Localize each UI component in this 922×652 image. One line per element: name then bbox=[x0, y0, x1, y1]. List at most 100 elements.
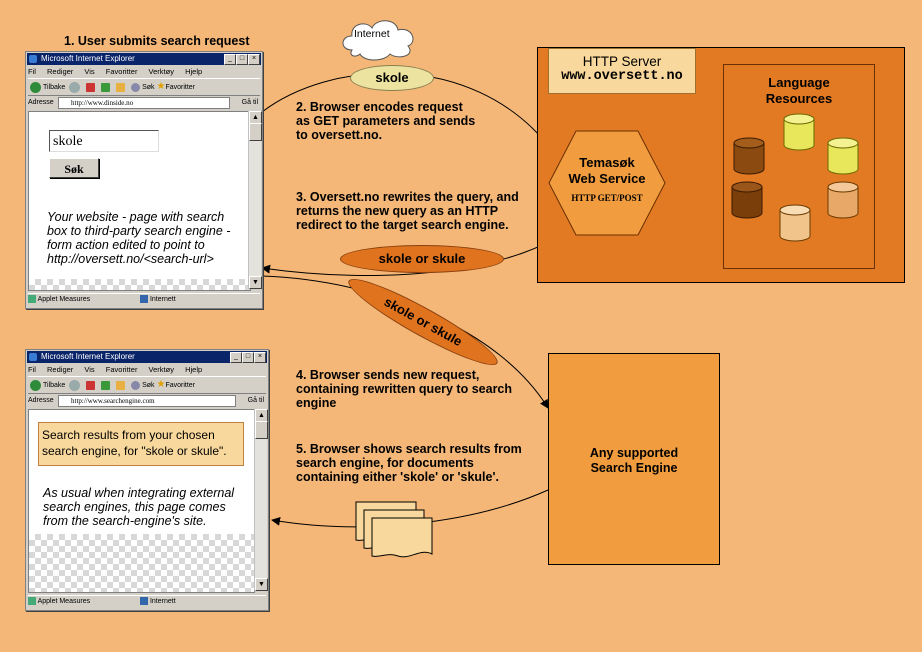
menu-tools[interactable]: Verktøy bbox=[148, 365, 174, 374]
browser-2-menubar: Fil Rediger Vis Favoritter Verktøy Hjelp bbox=[28, 364, 266, 375]
scroll-down-arrow-icon[interactable]: ▼ bbox=[255, 578, 268, 591]
browser-1-titlebar: Microsoft Internet Explorer bbox=[27, 53, 261, 65]
stop-icon[interactable] bbox=[86, 380, 96, 390]
browser-1-menubar: Fil Rediger Vis Favoritter Verktøy Hjelp bbox=[28, 66, 260, 77]
step-3-line-3: redirect to the target search engine. bbox=[296, 218, 509, 232]
back-arrow-icon[interactable] bbox=[30, 379, 41, 391]
browser-1-desc-line-2: box to third-party search engine - bbox=[47, 224, 231, 238]
address-input[interactable]: http://www.searchengine.com bbox=[58, 395, 236, 407]
scroll-thumb[interactable] bbox=[255, 421, 268, 439]
refresh-icon[interactable] bbox=[101, 82, 111, 92]
step-3-line-2: returns the new query as an HTTP bbox=[296, 204, 499, 218]
browser-window-1: Microsoft Internet Explorer _ □ × Fil Re… bbox=[25, 51, 263, 309]
step-4-line-2: containing rewritten query to search bbox=[296, 382, 513, 396]
forward-arrow-icon[interactable] bbox=[69, 379, 81, 391]
forward-arrow-icon[interactable] bbox=[69, 81, 81, 93]
applet-icon bbox=[28, 597, 36, 606]
browser-1-toolbar: Tilbake Søk ★Favoritter bbox=[28, 78, 260, 96]
browser-2-vscrollbar[interactable]: ▲ ▼ bbox=[254, 409, 268, 591]
menu-help[interactable]: Hjelp bbox=[185, 67, 203, 76]
browser-2-desc-line-3: from the search-engine's site. bbox=[43, 514, 207, 528]
search-submit-button[interactable]: Søk bbox=[49, 158, 99, 178]
database-cylinder-icon bbox=[783, 113, 815, 151]
close-button[interactable]: × bbox=[248, 54, 260, 65]
language-resources-line-1: Language bbox=[768, 75, 830, 90]
applet-icon bbox=[28, 295, 36, 304]
scroll-thumb[interactable] bbox=[249, 123, 262, 141]
menu-help[interactable]: Hjelp bbox=[185, 365, 203, 374]
query-redirect-bubble: skole or skule bbox=[340, 245, 504, 273]
browser-1-desc-line-3: form action edited to point to bbox=[47, 238, 205, 252]
minimize-button[interactable]: _ bbox=[224, 54, 236, 65]
favorites-star-icon[interactable]: ★ bbox=[156, 81, 166, 92]
favorites-star-icon[interactable]: ★ bbox=[156, 379, 166, 390]
browser-2-addressbar: Adresse http://www.searchengine.com Gå t… bbox=[28, 394, 266, 407]
search-input[interactable]: skole bbox=[49, 130, 159, 152]
search-engine-box: Any supported Search Engine bbox=[548, 353, 720, 565]
browser-2-titlebar: Microsoft Internet Explorer bbox=[27, 351, 267, 363]
maximize-button[interactable]: □ bbox=[236, 54, 248, 65]
search-results-line-2: search engine, for "skole or skule". bbox=[42, 444, 227, 458]
minimize-button[interactable]: _ bbox=[230, 352, 242, 363]
menu-file[interactable]: Fil bbox=[28, 365, 36, 374]
browser-1-hscrollbar[interactable] bbox=[29, 279, 250, 290]
menu-edit[interactable]: Rediger bbox=[47, 67, 74, 76]
browser-2-statusbar: Applet Measures Internett bbox=[28, 595, 266, 608]
home-icon[interactable] bbox=[116, 82, 126, 92]
step-4-line-1: 4. Browser sends new request, bbox=[296, 368, 480, 382]
go-button[interactable]: Gå til bbox=[241, 99, 258, 106]
menu-favorites[interactable]: Favoritter bbox=[105, 365, 138, 374]
database-cylinder-icon bbox=[731, 181, 763, 219]
browser-1-vscrollbar[interactable]: ▲ ▼ bbox=[248, 111, 262, 289]
step-3-line-1: 3. Oversett.no rewrites the query, and bbox=[296, 190, 519, 204]
browser-1-statusbar: Applet Measures Internett bbox=[28, 293, 260, 306]
refresh-icon[interactable] bbox=[101, 380, 111, 390]
home-icon[interactable] bbox=[116, 380, 126, 390]
web-service-hexagon bbox=[548, 130, 666, 236]
web-service-protocol: HTTP GET/POST bbox=[571, 193, 643, 203]
browser-2-desc-line-1: As usual when integrating external bbox=[43, 486, 235, 500]
search-toolbar-label[interactable]: Søk bbox=[142, 84, 155, 91]
step-2-line-3: to oversett.no. bbox=[296, 128, 383, 142]
menu-favorites[interactable]: Favoritter bbox=[105, 67, 138, 76]
browser-1-description: Your website - page with search box to t… bbox=[47, 210, 247, 266]
search-toolbar-label[interactable]: Søk bbox=[142, 382, 155, 389]
status-right-text: Internett bbox=[149, 598, 176, 605]
step-2-line-2: as GET parameters and sends bbox=[296, 114, 476, 128]
status-left-text: Applet Measures bbox=[37, 598, 91, 605]
language-resources-box: Language Resources bbox=[723, 64, 875, 269]
search-icon[interactable] bbox=[131, 82, 141, 92]
close-button[interactable]: × bbox=[254, 352, 266, 363]
favorites-label[interactable]: Favoritter bbox=[165, 382, 196, 389]
language-resources-title: Language Resources bbox=[724, 75, 874, 107]
status-zone: Internett bbox=[140, 596, 176, 608]
maximize-button[interactable]: □ bbox=[242, 352, 254, 363]
back-label[interactable]: Tilbake bbox=[43, 382, 66, 389]
address-input[interactable]: http://www.dinside.no bbox=[58, 97, 230, 109]
browser-1-desc-line-1: Your website - page with search bbox=[47, 210, 225, 224]
web-service-label: Temasøk Web Service HTTP GET/POST bbox=[548, 155, 666, 206]
menu-tools[interactable]: Verktøy bbox=[148, 67, 174, 76]
menu-edit[interactable]: Rediger bbox=[47, 365, 74, 374]
step-5-line-2: search engine, for documents bbox=[296, 456, 474, 470]
search-icon[interactable] bbox=[131, 380, 141, 390]
scroll-down-arrow-icon[interactable]: ▼ bbox=[249, 276, 262, 289]
browser-window-2: Microsoft Internet Explorer _ □ × Fil Re… bbox=[25, 349, 269, 611]
http-server-host: www.oversett.no bbox=[561, 69, 683, 84]
internet-cloud-icon bbox=[342, 20, 414, 61]
http-server-title-box: HTTP Server www.oversett.no bbox=[548, 48, 696, 94]
status-right-text: Internett bbox=[149, 296, 176, 303]
back-arrow-icon[interactable] bbox=[30, 81, 41, 93]
back-label[interactable]: Tilbake bbox=[43, 84, 66, 91]
menu-file[interactable]: Fil bbox=[28, 67, 36, 76]
go-button[interactable]: Gå til bbox=[247, 397, 264, 404]
database-cylinder-icon bbox=[779, 204, 811, 242]
menu-view[interactable]: Vis bbox=[84, 67, 95, 76]
stop-icon[interactable] bbox=[86, 82, 96, 92]
browser-2-title: Microsoft Internet Explorer bbox=[41, 352, 135, 361]
menu-view[interactable]: Vis bbox=[84, 365, 95, 374]
search-engine-line-2: Search Engine bbox=[590, 461, 678, 475]
favorites-label[interactable]: Favoritter bbox=[165, 84, 196, 91]
step-4-line-3: engine bbox=[296, 396, 337, 410]
